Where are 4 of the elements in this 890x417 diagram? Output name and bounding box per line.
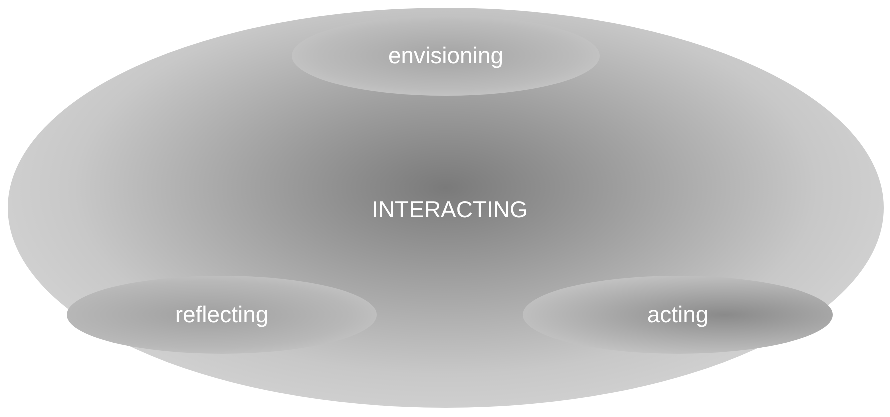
node-label: acting — [647, 302, 709, 328]
node-label: envisioning — [388, 42, 504, 70]
node-label: INTERACTING — [372, 196, 528, 224]
node-label: reflecting — [175, 302, 269, 328]
